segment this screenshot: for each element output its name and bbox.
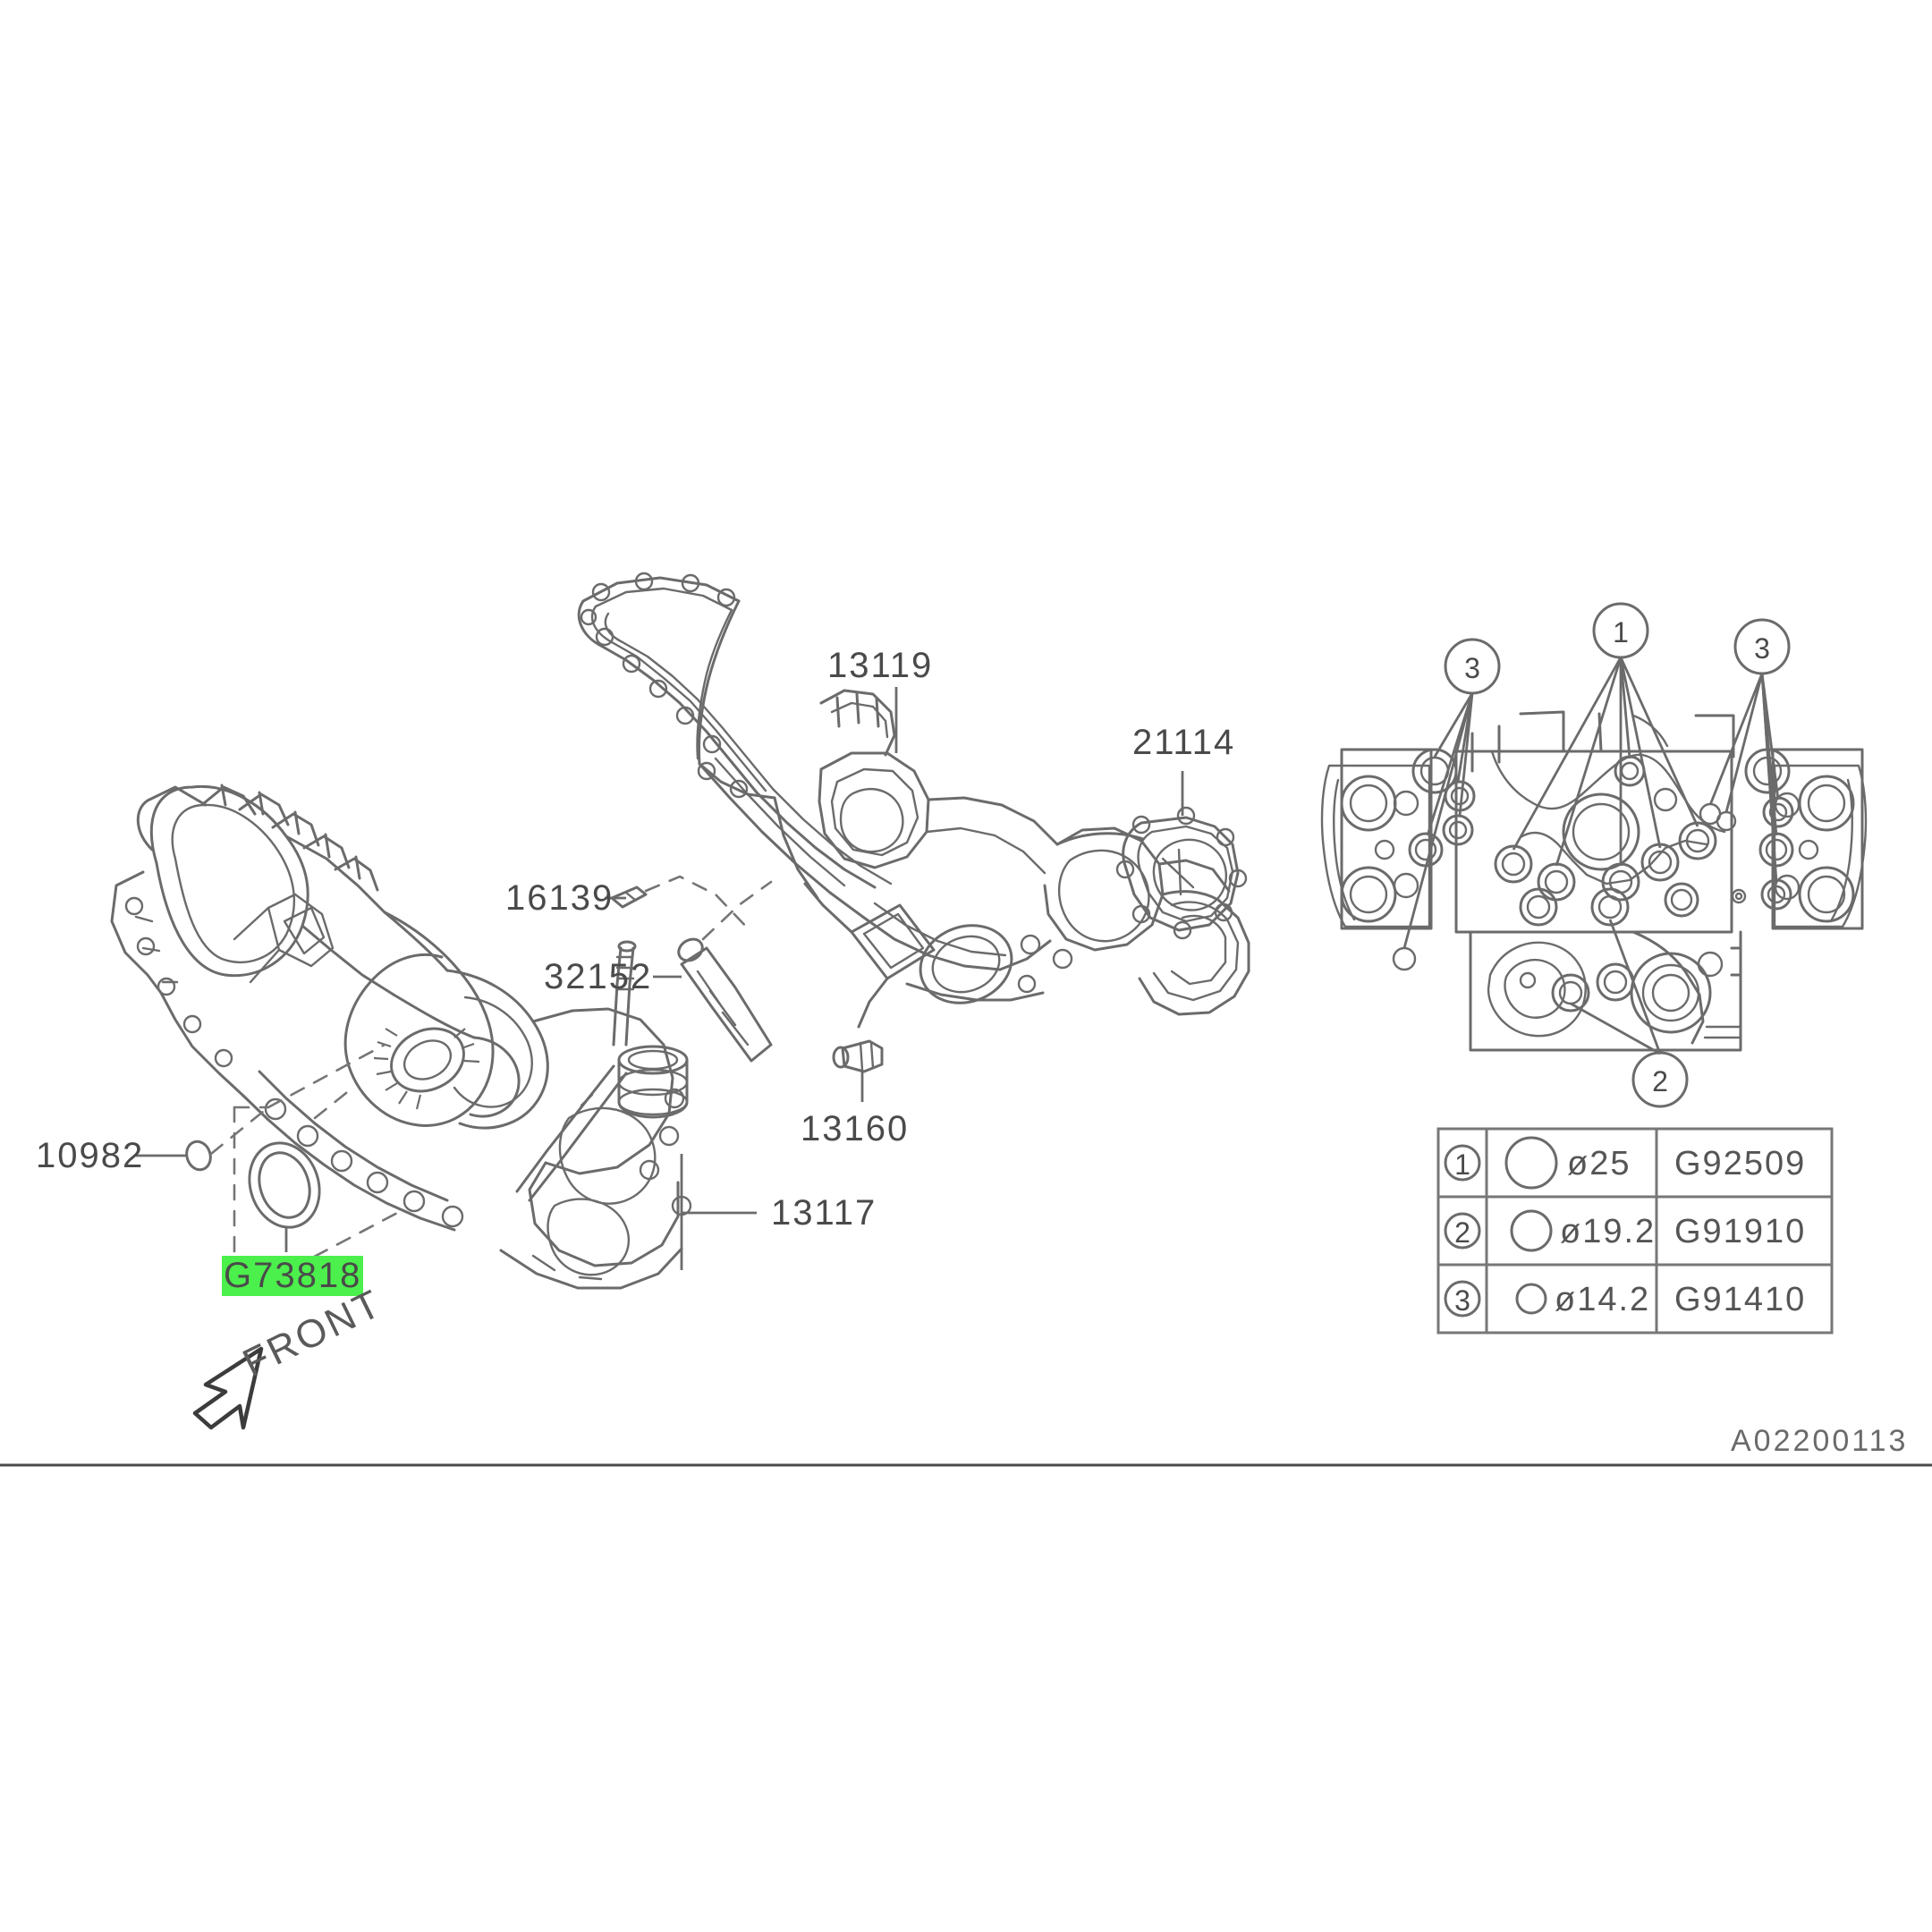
callout-number-2-bottom: 2 bbox=[1646, 1065, 1674, 1098]
legend-code-text: G91410 bbox=[1674, 1281, 1807, 1318]
legend-code-text: G92509 bbox=[1674, 1145, 1807, 1182]
plug-10982 bbox=[136, 1140, 212, 1172]
engine-block-assembly-group bbox=[1320, 602, 1868, 1108]
part-label-text: 10982 bbox=[36, 1136, 145, 1175]
callout-text: 3 bbox=[1754, 632, 1770, 665]
legend-ref-1: 1 bbox=[1448, 1148, 1477, 1182]
legend-code-1: G92509 bbox=[1674, 1145, 1806, 1183]
part-label-text: 21114 bbox=[1132, 723, 1236, 762]
part-label-13117: 13117 bbox=[771, 1193, 877, 1233]
legend-code-text: G91910 bbox=[1674, 1213, 1807, 1250]
legend-diameter-3: ø14.2 bbox=[1555, 1281, 1650, 1319]
part-label-13119: 13119 bbox=[827, 646, 933, 686]
part-label-10982: 10982 bbox=[36, 1136, 144, 1176]
dowel-pin-16139 bbox=[605, 875, 751, 932]
oil-pump-assembly-group bbox=[110, 784, 692, 1290]
callout-number-1-top: 1 bbox=[1606, 616, 1635, 649]
oil-seal-G73818 bbox=[248, 1141, 321, 1229]
legend-ref-text: 1 bbox=[1454, 1148, 1470, 1181]
part-label-text: 16139 bbox=[505, 878, 614, 918]
legend-diameter-2: ø19.2 bbox=[1560, 1213, 1656, 1251]
water-pump-gasket-21114 bbox=[1115, 771, 1248, 940]
timing-cover-gasket-group bbox=[577, 572, 1250, 1029]
callout-text: 3 bbox=[1464, 652, 1480, 684]
legend-diameter-text: ø25 bbox=[1567, 1145, 1631, 1182]
legend-ref-text: 3 bbox=[1454, 1284, 1470, 1317]
legend-diameter-1: ø25 bbox=[1567, 1145, 1631, 1183]
part-label-21114: 21114 bbox=[1132, 723, 1235, 763]
callout-number-3-left: 3 bbox=[1458, 652, 1487, 685]
diagram-reference-code: A02200113 bbox=[1731, 1424, 1908, 1459]
legend-ref-3: 3 bbox=[1448, 1284, 1477, 1318]
part-label-16139: 16139 bbox=[505, 878, 614, 919]
part-label-text: 13119 bbox=[827, 646, 934, 685]
callout-text: 2 bbox=[1652, 1065, 1668, 1097]
part-label-32152: 32152 bbox=[544, 957, 652, 997]
part-label-13160: 13160 bbox=[801, 1109, 909, 1149]
legend-code-3: G91410 bbox=[1674, 1281, 1806, 1319]
front-direction-arrow bbox=[192, 1346, 264, 1430]
legend-table-grid bbox=[1436, 1127, 1834, 1335]
callout-text: 1 bbox=[1613, 616, 1629, 648]
part-label-G73818-highlighted: G73818 bbox=[222, 1256, 364, 1296]
part-label-text: 13117 bbox=[771, 1193, 877, 1233]
reference-code-text: A02200113 bbox=[1731, 1424, 1909, 1458]
callout-number-3-right: 3 bbox=[1748, 632, 1776, 665]
legend-ref-2: 2 bbox=[1448, 1216, 1477, 1250]
legend-ref-text: 2 bbox=[1454, 1216, 1470, 1249]
splined-shaft-32152 bbox=[653, 880, 773, 1063]
legend-diameter-text: ø14.2 bbox=[1555, 1281, 1651, 1318]
part-label-text: 32152 bbox=[544, 957, 653, 996]
part-label-text: 13160 bbox=[801, 1109, 910, 1148]
legend-code-2: G91910 bbox=[1674, 1213, 1806, 1251]
part-label-text: G73818 bbox=[224, 1256, 362, 1295]
legend-diameter-text: ø19.2 bbox=[1560, 1213, 1657, 1250]
stud-13160 bbox=[832, 1039, 884, 1102]
